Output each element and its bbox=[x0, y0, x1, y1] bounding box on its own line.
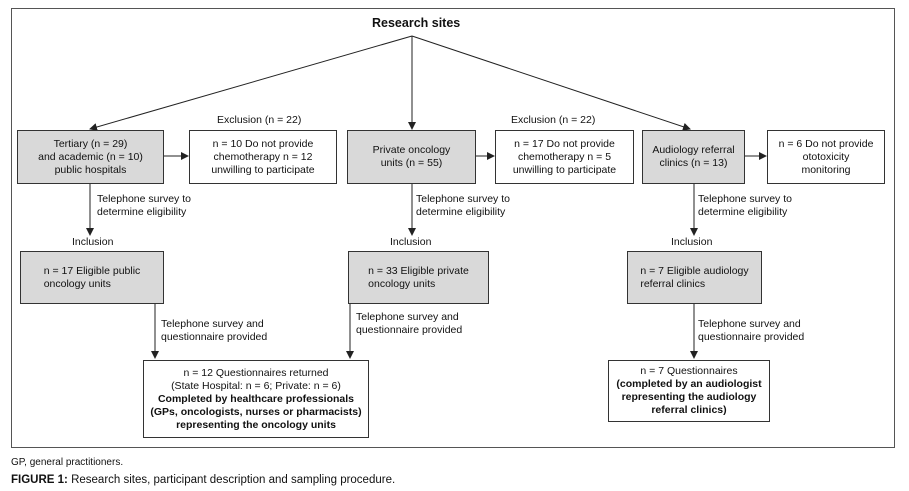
inclusion-label-audiology: Inclusion bbox=[671, 236, 713, 248]
exclusion-public-line-1: n = 10 Do not provide bbox=[212, 137, 314, 150]
survey2-audiology-line-1: Telephone survey and bbox=[698, 318, 801, 330]
exclusion-public-line-3: unwilling to participate bbox=[211, 163, 315, 176]
tertiary-line-1: Tertiary (n = 29) bbox=[53, 137, 128, 150]
private-line-1: Private oncology bbox=[372, 144, 451, 156]
inclusion-label-public: Inclusion bbox=[72, 236, 114, 248]
audiology-result-bold-3: referral clinics) bbox=[651, 404, 727, 416]
eligible-audiology-line-2: referral clinics bbox=[640, 277, 706, 290]
audiology-questionnaires-box: n = 7 Questionnaires (completed by an au… bbox=[608, 360, 770, 422]
audiology-line-2: clinics (n = 13) bbox=[659, 157, 728, 169]
survey-public-line-2: determine eligibility bbox=[97, 206, 187, 218]
eligible-private-line-2: oncology units bbox=[368, 277, 436, 290]
exclusion-private-line-3: unwilling to participate bbox=[512, 163, 617, 176]
audiology-result-bold-2: representing the audiology bbox=[621, 391, 757, 403]
eligible-audiology-box: n = 7 Eligible audiology referral clinic… bbox=[627, 251, 762, 304]
exclusion-audiology-line-2: ototoxicity bbox=[802, 150, 850, 163]
eligible-public-box: n = 17 Eligible public oncology units bbox=[20, 251, 164, 304]
audiology-line-1: Audiology referral bbox=[652, 144, 735, 156]
abbreviation-note: GP, general practitioners. bbox=[11, 457, 124, 468]
survey-private-line-1: Telephone survey to bbox=[416, 193, 510, 205]
oncology-result-line-2: (State Hospital: n = 6; Private: n = 6) bbox=[171, 379, 341, 392]
tertiary-sites-box: Tertiary (n = 29) and academic (n = 10) … bbox=[17, 130, 164, 184]
research-sites-title: Research sites bbox=[372, 16, 461, 30]
audiology-sites-box: Audiology referral clinics (n = 13) bbox=[642, 130, 745, 184]
survey2-label-audiology: Telephone survey and questionnaire provi… bbox=[698, 318, 804, 344]
survey2-label-public: Telephone survey and questionnaire provi… bbox=[161, 318, 267, 344]
exclusion-box-private: n = 17 Do not provide chemotherapy n = 5… bbox=[495, 130, 634, 184]
survey-private-line-2: determine eligibility bbox=[416, 206, 506, 218]
survey-audiology-line-2: determine eligibility bbox=[698, 206, 788, 218]
eligible-audiology-line-1: n = 7 Eligible audiology bbox=[640, 264, 749, 277]
survey2-public-line-1: Telephone survey and bbox=[161, 318, 264, 330]
private-line-2: units (n = 55) bbox=[380, 157, 443, 169]
survey-label-audiology: Telephone survey to determine eligibilit… bbox=[698, 193, 792, 219]
exclusion-audiology-line-1: n = 6 Do not provide bbox=[778, 137, 874, 150]
survey2-private-line-1: Telephone survey and bbox=[356, 311, 459, 323]
exclusion-box-audiology: n = 6 Do not provide ototoxicity monitor… bbox=[767, 130, 885, 184]
exclusion-audiology-line-3: monitoring bbox=[801, 163, 851, 176]
survey2-public-line-2: questionnaire provided bbox=[161, 331, 268, 343]
audiology-result-bold-1: (completed by an audiologist bbox=[616, 378, 762, 390]
exclusion-box-public: n = 10 Do not provide chemotherapy n = 1… bbox=[189, 130, 337, 184]
figure-label: FIGURE 1: bbox=[11, 474, 68, 486]
tertiary-line-2: and academic (n = 10) bbox=[38, 150, 143, 163]
oncology-questionnaires-box: n = 12 Questionnaires returned (State Ho… bbox=[143, 360, 369, 438]
exclusion-label-private: Exclusion (n = 22) bbox=[511, 114, 596, 126]
inclusion-label-private: Inclusion bbox=[390, 236, 432, 248]
exclusion-private-line-2: chemotherapy n = 5 bbox=[517, 150, 612, 163]
oncology-result-bold-1: Completed by healthcare professionals bbox=[157, 392, 355, 405]
exclusion-label-public: Exclusion (n = 22) bbox=[217, 114, 302, 126]
figure-caption: FIGURE 1: Research sites, participant de… bbox=[11, 474, 395, 486]
eligible-private-line-1: n = 33 Eligible private bbox=[368, 264, 469, 277]
survey-label-private: Telephone survey to determine eligibilit… bbox=[416, 193, 510, 219]
arrow-root-to-tertiary bbox=[89, 35, 413, 131]
tertiary-line-3: public hospitals bbox=[54, 163, 127, 176]
eligible-public-line-2: oncology units bbox=[43, 277, 111, 290]
survey2-audiology-line-2: questionnaire provided bbox=[698, 331, 805, 343]
survey2-label-private: Telephone survey and questionnaire provi… bbox=[356, 311, 462, 337]
figure-caption-text: Research sites, participant description … bbox=[71, 474, 396, 486]
survey-audiology-line-1: Telephone survey to bbox=[698, 193, 792, 205]
oncology-result-line-1: n = 12 Questionnaires returned bbox=[183, 366, 329, 379]
oncology-result-bold-2: (GPs, oncologists, nurses or pharmacists… bbox=[150, 405, 362, 418]
arrow-root-to-audiology bbox=[411, 35, 691, 131]
exclusion-private-line-1: n = 17 Do not provide bbox=[514, 137, 615, 150]
figure-frame bbox=[11, 8, 895, 448]
oncology-result-bold-3: representing the oncology units bbox=[176, 418, 336, 431]
survey-public-line-1: Telephone survey to bbox=[97, 193, 191, 205]
audiology-result-line-1: n = 7 Questionnaires bbox=[640, 365, 738, 377]
exclusion-public-line-2: chemotherapy n = 12 bbox=[213, 150, 313, 163]
survey-label-public: Telephone survey to determine eligibilit… bbox=[97, 193, 191, 219]
survey2-private-line-2: questionnaire provided bbox=[356, 324, 463, 336]
eligible-private-box: n = 33 Eligible private oncology units bbox=[348, 251, 489, 304]
eligible-public-line-1: n = 17 Eligible public bbox=[43, 264, 141, 277]
private-sites-box: Private oncology units (n = 55) bbox=[347, 130, 476, 184]
